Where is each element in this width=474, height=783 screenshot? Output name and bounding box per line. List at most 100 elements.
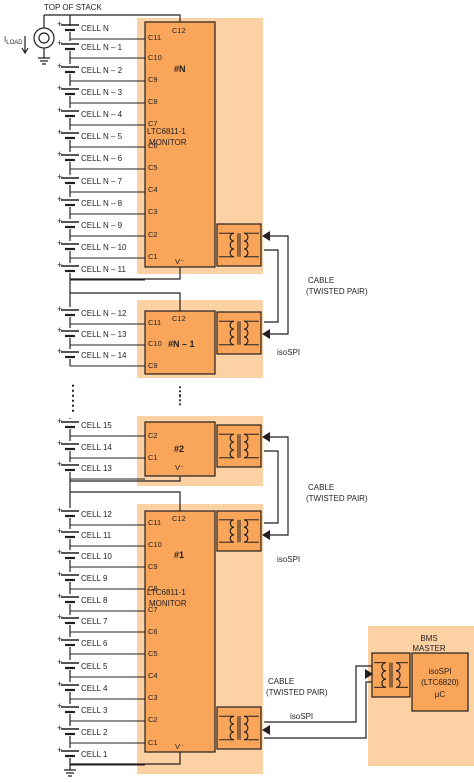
arrowhead-2a	[262, 432, 270, 442]
iload-sub: LOAD	[6, 40, 23, 46]
cell-gap-16	[60, 441, 80, 451]
ic-top-name: #N	[174, 64, 186, 74]
ic-top-vminus: V⁻	[175, 257, 184, 266]
cable-2-line-a	[264, 436, 289, 536]
cell-plus-sign: +	[57, 634, 62, 644]
cell-label-15: CELL 15	[81, 421, 112, 430]
transformer-one-top-coil-secondary	[243, 519, 249, 543]
cell-label-8: CELL N – 8	[81, 199, 123, 208]
ic-top-pin-C9: C9	[148, 75, 158, 84]
cell-plus-sign: +	[57, 127, 62, 137]
cell-plus-sign: +	[57, 723, 62, 733]
vminus-one-return	[70, 752, 181, 765]
ic-one-pin-C5: C5	[148, 649, 158, 658]
cell-plus-sign: +	[57, 526, 62, 536]
transformer-two-coil-primary	[229, 433, 235, 459]
cell-label-6: CELL N – 6	[81, 154, 123, 163]
ic-one-pin-C1: C1	[148, 738, 158, 747]
arrowhead-1a	[262, 231, 270, 241]
cell-gap-24	[60, 637, 80, 647]
cell-label-1: CELL N – 1	[81, 43, 123, 52]
cell-label-23: CELL 7	[81, 617, 108, 626]
ic-one-part: LTC6811-1	[147, 588, 186, 597]
arrowheads	[262, 231, 373, 735]
cell-gap-13	[60, 328, 80, 338]
top-of-stack-label: TOP OF STACK	[44, 3, 102, 12]
arrowhead-3a	[262, 725, 270, 735]
cell-label-26: CELL 4	[81, 684, 108, 693]
cell-gap-12	[60, 307, 80, 317]
vertical-ellipsis-ic: ⋮	[174, 393, 186, 407]
cell-gap-2	[60, 64, 80, 74]
cell-gap-6	[60, 152, 80, 162]
ic-top-part: LTC6811-1	[147, 127, 186, 136]
ic-body-top	[144, 21, 216, 268]
transformer-n1-coil-primary	[229, 320, 235, 346]
cell-plus-sign: +	[57, 679, 62, 689]
cell-gap-0	[60, 22, 80, 32]
cable-3-label: CABLE	[268, 677, 294, 686]
transformer-box-two-a	[216, 424, 262, 468]
static-wiring	[38, 14, 372, 777]
ic-body-one	[144, 510, 216, 753]
cell-gap-14	[60, 349, 80, 359]
arrowhead-1b	[262, 329, 270, 339]
ic-top-pin-C1: C1	[148, 252, 158, 261]
cell-plus-sign: +	[57, 61, 62, 71]
transformer-bms-coil-secondary	[395, 662, 401, 688]
cell-label-27: CELL 3	[81, 706, 108, 715]
cell-gap-9	[60, 219, 80, 229]
ic-one-pin-C7: C7	[148, 605, 158, 614]
transformer-top-coil-primary	[229, 232, 235, 258]
cell-label-25: CELL 5	[81, 662, 108, 671]
ic-one-vminus: V⁻	[175, 742, 184, 751]
cell-gap-5	[60, 130, 80, 140]
ic-two-pin-C2: C2	[148, 431, 158, 440]
isospi-2-label: isoSPI	[277, 555, 300, 564]
cable-3-line-b	[264, 681, 372, 739]
transformer-box-top	[216, 223, 262, 267]
ic-one-pin-C3: C3	[148, 693, 158, 702]
iload-main: I	[4, 35, 6, 44]
cell-label-5: CELL N – 5	[81, 132, 123, 141]
cell-gap-28	[60, 726, 80, 736]
cell-gap-25	[60, 660, 80, 670]
link-two-one	[69, 481, 181, 511]
bms-title: BMS	[420, 634, 437, 643]
cable-1-line-a	[264, 235, 289, 335]
ic-top-pin-C11: C11	[148, 33, 161, 42]
cell-label-0: CELL N	[81, 24, 109, 33]
ground-bottom	[64, 769, 76, 777]
cell-gap-7	[60, 175, 80, 185]
isospi-1-label: isoSPI	[277, 348, 300, 357]
iload-label: ILOAD	[4, 35, 23, 46]
cell-plus-sign: +	[57, 701, 62, 711]
ic-top-pin-C3: C3	[148, 207, 158, 216]
current-source-circle	[33, 27, 55, 49]
cell-plus-sign: +	[57, 38, 62, 48]
cell-label-13: CELL N – 13	[81, 330, 127, 339]
cell-label-10: CELL N – 10	[81, 243, 127, 252]
cell-label-16: CELL 14	[81, 443, 112, 452]
cell-label-20: CELL 10	[81, 552, 112, 561]
cell-gap-27	[60, 704, 80, 714]
cable-2-line-b	[264, 450, 279, 524]
ic-n1-pin-C12: C12	[172, 314, 186, 323]
transformer-one-top-coil-primary	[229, 519, 235, 543]
cell-gap-11	[60, 263, 80, 273]
bms-line-2: (LTC6820)	[421, 678, 459, 687]
cell-plus-sign: +	[57, 194, 62, 204]
cell-gap-3	[60, 86, 80, 96]
ic-top-pin-C8: C8	[148, 97, 158, 106]
ic-one-pin-C11: C11	[148, 518, 161, 527]
cell-gap-1	[60, 41, 80, 51]
cell-gap-26	[60, 682, 80, 692]
transformer-one-bottom-coil-secondary	[243, 715, 249, 741]
cell-gap-4	[60, 108, 80, 118]
ic-one-pin-C12: C12	[172, 514, 186, 523]
cell-gap-23	[60, 615, 80, 625]
ic-one-pin-C8: C8	[148, 584, 158, 593]
ic-n1-pin-C11: C11	[148, 318, 161, 327]
cell-plus-sign: +	[57, 346, 62, 356]
ic-one-pin-C2: C2	[148, 715, 158, 724]
